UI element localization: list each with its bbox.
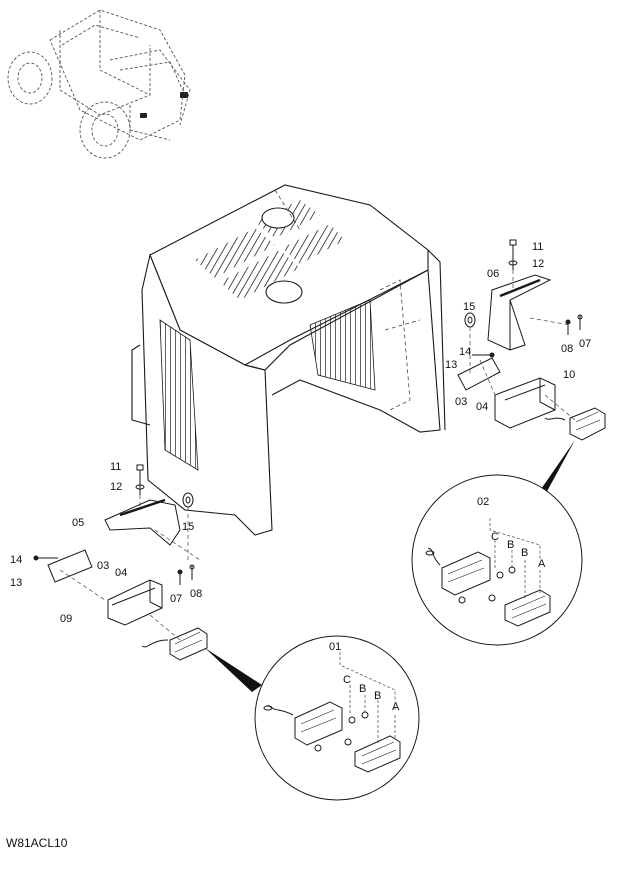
label-08-left: 08 xyxy=(190,588,202,600)
right-lamp-group xyxy=(457,239,606,441)
drawing-code: W81ACL10 xyxy=(6,836,68,850)
label-12-left: 12 xyxy=(110,481,122,493)
label-02-b2: B xyxy=(521,547,528,559)
label-13-left: 13 xyxy=(10,577,22,589)
label-02-b1: B xyxy=(507,539,514,551)
detail-01-pointer xyxy=(205,648,262,692)
label-03-right: 03 xyxy=(455,396,467,408)
label-08-right: 08 xyxy=(561,343,573,355)
detail-circle-02 xyxy=(411,474,583,646)
label-14-right: 14 xyxy=(459,346,471,358)
hood-front-grille xyxy=(309,299,376,391)
label-05: 05 xyxy=(72,517,84,529)
label-07-right: 07 xyxy=(579,338,591,350)
label-13-right: 13 xyxy=(445,359,457,371)
label-11-left: 11 xyxy=(110,461,121,473)
label-15-left: 15 xyxy=(182,521,194,533)
label-10: 10 xyxy=(563,369,575,381)
label-02-a: A xyxy=(538,558,546,570)
hood-assembly xyxy=(131,184,446,536)
label-07-left: 07 xyxy=(170,593,182,605)
label-02: 02 xyxy=(477,496,489,508)
label-04-left: 04 xyxy=(115,567,127,579)
label-01-a: A xyxy=(392,701,400,713)
label-02-c: C xyxy=(491,531,499,543)
label-12-right: 12 xyxy=(532,258,544,270)
hood-hidden-lines xyxy=(274,189,421,411)
thumbnail-lamp-highlights xyxy=(140,92,188,118)
label-14-left: 14 xyxy=(10,554,22,566)
label-06: 06 xyxy=(487,268,499,280)
machine-thumbnail xyxy=(7,9,191,159)
label-01-b1: B xyxy=(359,683,366,695)
part-labels: 11 12 06 15 08 07 14 13 10 03 04 11 12 0… xyxy=(10,241,591,713)
label-01-b2: B xyxy=(374,690,381,702)
label-09: 09 xyxy=(60,613,72,625)
label-15-right: 15 xyxy=(463,301,475,313)
hood-side-grille xyxy=(159,319,199,471)
label-03-left: 03 xyxy=(97,560,109,572)
label-01-c: C xyxy=(343,674,351,686)
label-01: 01 xyxy=(329,641,341,653)
right-group-leader-lines xyxy=(469,270,576,421)
detail-circle-01 xyxy=(254,635,420,801)
hood-round-covers xyxy=(261,207,303,304)
label-11-right: 11 xyxy=(532,241,543,253)
left-group-leader-lines xyxy=(59,495,201,641)
label-04-right: 04 xyxy=(476,401,488,413)
